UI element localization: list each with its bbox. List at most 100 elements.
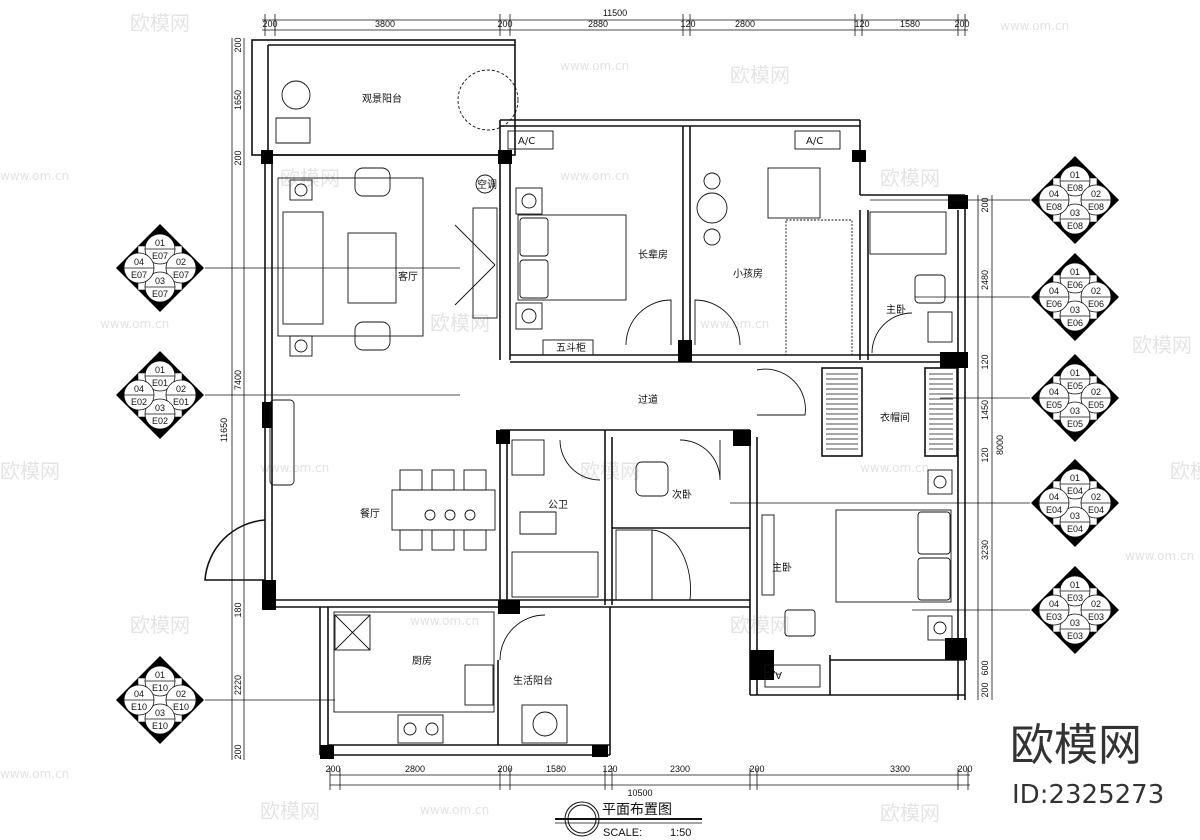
index-number: 01 (155, 365, 165, 375)
dimension-total-top: 11500 (603, 8, 627, 18)
index-sheet: E04 (1046, 505, 1062, 515)
watermark-site: www.om.cn (410, 614, 479, 628)
dimension-value: 200 (233, 744, 243, 759)
room-label-utility-balcony: 生活阳台 (513, 674, 553, 687)
index-sheet: E02 (131, 397, 147, 407)
elevation-index-symbols: 01E0702E0703E0704E0701E0102E0103E0204E02… (116, 156, 1119, 744)
index-sheet: E03 (1067, 593, 1083, 603)
dimension-lines (231, 19, 993, 786)
dimension-value: 180 (233, 602, 243, 617)
index-number: 01 (1070, 473, 1080, 483)
drawing-title: 平面布置图 (602, 802, 672, 818)
dimension-value: 1580 (900, 19, 920, 29)
index-sheet: E08 (1046, 202, 1062, 212)
index-sheet: E01 (173, 397, 189, 407)
index-number: 01 (1070, 267, 1080, 277)
dimension-value: 1650 (233, 90, 243, 110)
dimension-value: 2800 (735, 19, 755, 29)
index-number: 01 (155, 670, 165, 680)
watermark-brand: 欧模网 (130, 11, 190, 35)
index-sheet: E04 (1067, 524, 1083, 534)
index-sheet: E07 (173, 270, 189, 280)
index-number: 03 (1070, 305, 1080, 315)
watermark-site: www.om.cn (100, 317, 169, 331)
dimension-value: 200 (233, 37, 243, 52)
index-sheet: E05 (1088, 400, 1104, 410)
index-number: 03 (155, 403, 165, 413)
dimension-value: 200 (233, 150, 243, 165)
dimension-value: 2300 (670, 764, 690, 774)
index-sheet: E08 (1067, 183, 1083, 193)
index-sheet: E05 (1067, 381, 1083, 391)
index-number: 04 (134, 689, 144, 699)
dimension-value: 120 (680, 19, 695, 29)
index-number: 04 (134, 384, 144, 394)
drawing-title-block: 平面布置图 SCALE: 1:50 (555, 801, 702, 839)
index-number: 04 (1049, 189, 1059, 199)
index-sheet: E03 (1067, 631, 1083, 641)
room-label-dining: 餐厅 (360, 507, 380, 520)
index-number: 04 (1049, 599, 1059, 609)
watermarks: 欧模网 欧模网 www.om.cn www.om.cn 欧模网 欧模网 www.… (0, 11, 1200, 825)
watermark-brand: 欧模网 (580, 459, 640, 483)
index-sheet: E08 (1088, 202, 1104, 212)
model-id: ID:2325273 (1012, 780, 1164, 810)
dimension-value: 600 (980, 660, 990, 675)
index-number: 02 (176, 689, 186, 699)
watermark-brand: 欧模网 (430, 311, 490, 335)
dimension-value: 200 (980, 197, 990, 212)
watermark-brand: 欧模网 (260, 799, 320, 823)
index-number: 04 (134, 257, 144, 267)
index-number: 03 (1070, 406, 1080, 416)
index-sheet: E05 (1046, 400, 1062, 410)
room-label-kids-room: 小孩房 (733, 267, 763, 280)
index-sheet: E03 (1046, 612, 1062, 622)
dimension-value: 3800 (375, 19, 395, 29)
watermark-brand: 欧模网 (1170, 459, 1200, 483)
furniture (269, 69, 953, 744)
index-sheet: E10 (152, 683, 168, 693)
watermark-brand: 欧模网 (130, 613, 190, 637)
index-sheet: E06 (1067, 318, 1083, 328)
dimension-value: 120 (602, 764, 617, 774)
watermark-site: www.om.cn (860, 461, 929, 475)
index-number: 01 (155, 238, 165, 248)
watermark-site: www.om.cn (420, 803, 489, 817)
index-sheet: E01 (152, 378, 168, 388)
index-sheet: E05 (1067, 419, 1083, 429)
room-label-master-bedroom: 主卧 (772, 561, 792, 574)
dimension-value: 120 (980, 447, 990, 462)
index-number: 04 (1049, 387, 1059, 397)
index-number: 01 (1070, 368, 1080, 378)
watermark-site: www.om.cn (0, 767, 69, 781)
brand-watermark: 欧模网 ID:2325273 (1010, 720, 1164, 810)
dimension-value: 200 (325, 764, 340, 774)
room-labels: 观景阳台 客厅 空调 长辈房 五斗柜 小孩房 主卧 过道 衣帽间 餐厅 公卫 次… (360, 92, 910, 687)
index-sheet: E04 (1088, 505, 1104, 515)
dimension-total-bottom: 10500 (627, 788, 652, 798)
walls (204, 39, 966, 756)
room-label-public-bath: 公卫 (548, 500, 568, 511)
brand-name: 欧模网 (1010, 720, 1142, 771)
index-number: 02 (1091, 189, 1101, 199)
watermark-site: www.om.cn (0, 169, 69, 183)
scale-value: 1:50 (670, 827, 691, 839)
dimension-value: 200 (497, 19, 512, 29)
watermark-brand: 欧模网 (880, 801, 940, 825)
index-number: 04 (1049, 286, 1059, 296)
watermark-brand: 欧模网 (730, 63, 790, 87)
ac-unit-label: A/C (518, 136, 535, 147)
dimension-value: 2480 (980, 270, 990, 290)
index-sheet: E10 (131, 702, 147, 712)
watermark-brand: 欧模网 (880, 166, 940, 190)
ac-unit-label: A/C (806, 136, 823, 147)
index-number: 01 (1070, 580, 1080, 590)
dimension-value: 7400 (233, 370, 243, 390)
